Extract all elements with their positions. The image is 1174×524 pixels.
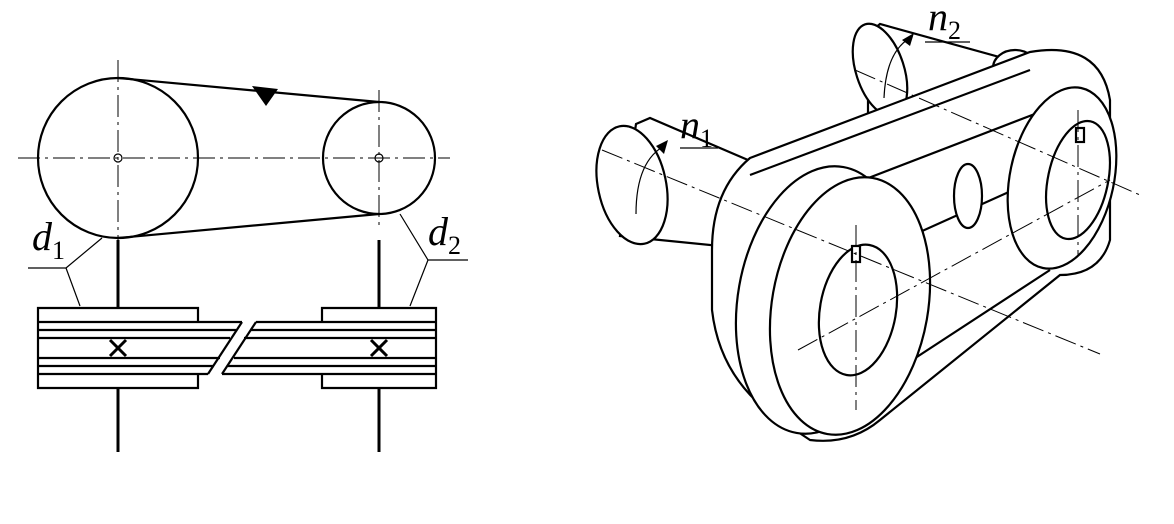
label-d2-subscript: 2: [448, 231, 461, 260]
belt-upper-edge: [749, 68, 1031, 177]
label-d1: d1: [28, 214, 103, 307]
label-n1: n1: [680, 102, 713, 153]
driver-pulley-section: [36, 306, 242, 390]
driven-pulley: [321, 100, 437, 216]
driven-axis-line: [854, 69, 1141, 196]
label-n2-letter: n: [928, 0, 948, 39]
svg-text:d1: d1: [32, 214, 65, 265]
schematic-view: d1 d2: [18, 60, 468, 452]
driven-hub: [374, 153, 384, 163]
label-d2: d2: [399, 209, 468, 307]
driver-axis-cross-icon: [108, 338, 128, 358]
label-n1-subscript: 1: [700, 124, 713, 153]
isometric-view: n1 n2: [595, 0, 1141, 442]
label-n1-letter: n: [680, 102, 700, 147]
driven-key-icon: [1074, 126, 1086, 144]
driven-axis-cross-icon: [369, 338, 389, 358]
belt-inner-bottom: [899, 269, 1051, 369]
svg-text:d2: d2: [428, 209, 461, 260]
belt-direction-arrow-icon: [252, 86, 278, 106]
label-n2-subscript: 2: [948, 16, 961, 45]
shaft-collar: [952, 162, 984, 230]
label-d1-subscript: 1: [52, 236, 65, 265]
label-d2-letter: d: [428, 209, 449, 254]
driver-pulley: [36, 76, 200, 240]
belt-inner-top: [857, 110, 1041, 184]
n2-arrowhead-icon: [902, 33, 914, 46]
label-d1-letter: d: [32, 214, 53, 259]
n1-arrowhead-icon: [656, 140, 668, 154]
driver-axis-line: [601, 149, 1101, 355]
label-n2: n2: [928, 0, 961, 45]
driven-pulley-section: [222, 306, 438, 390]
cross-centerline: [797, 179, 1111, 351]
belt-top-span: [117, 76, 380, 104]
belt-bottom-span: [117, 212, 380, 240]
iso-driver-pulley: [734, 165, 932, 436]
driver-hub: [113, 153, 123, 163]
